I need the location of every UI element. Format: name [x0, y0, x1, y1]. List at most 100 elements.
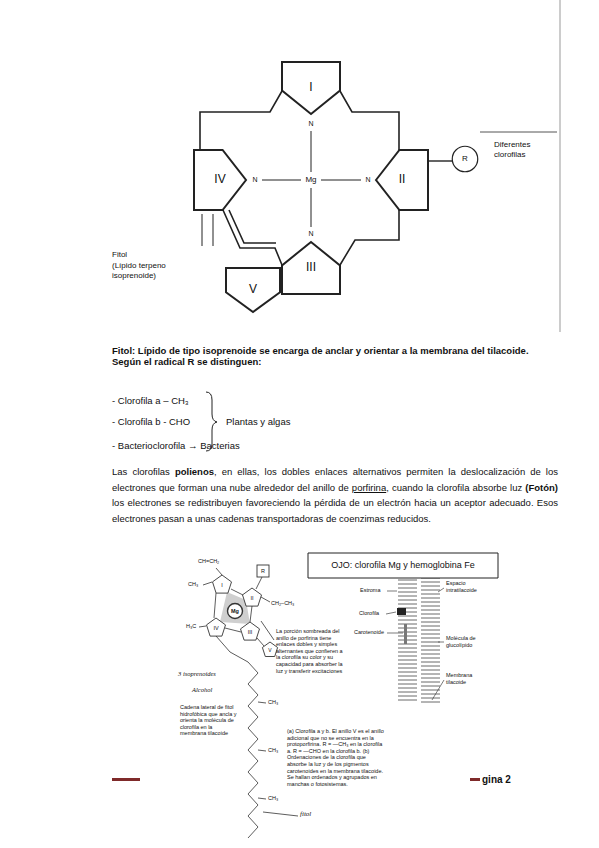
- group-label: H₃C: [186, 623, 196, 630]
- bond: [258, 798, 266, 799]
- ring-outline: [194, 150, 246, 210]
- group-label: CH₃: [268, 747, 278, 754]
- lipid-tick: [421, 630, 440, 631]
- node-label: I: [309, 81, 312, 94]
- lipid-tick: [421, 614, 440, 615]
- lipid-tick: [421, 626, 440, 627]
- leader-line: [263, 812, 298, 816]
- side-note: Fitol: [112, 250, 198, 260]
- bond-connector: [428, 160, 452, 161]
- lipid-tick: [398, 580, 417, 581]
- figure-callout: Estroma: [360, 587, 380, 594]
- lipid-tick: [421, 650, 440, 651]
- frame-bond: [200, 91, 282, 150]
- radical-circle: R: [452, 146, 478, 172]
- node-label: III: [306, 261, 316, 274]
- lipid-tick: [398, 640, 417, 641]
- lipid-tick: [398, 588, 417, 589]
- thylakoid-membrane: [386, 568, 444, 702]
- lipid-tick: [398, 592, 417, 593]
- lipid-tick: [421, 634, 440, 635]
- node-label: R: [462, 155, 468, 164]
- leader-line: [261, 621, 274, 640]
- lipid-tick: [421, 610, 440, 611]
- bond: [250, 606, 252, 622]
- group-label: CH₂–CH₃: [271, 600, 294, 607]
- lipid-tick: [421, 646, 440, 647]
- leader-line: [438, 642, 444, 643]
- circle-outline: [452, 146, 477, 171]
- pyrrole-ring: V: [226, 268, 280, 312]
- group-label: CH₃: [268, 795, 278, 802]
- bond: [199, 626, 206, 627]
- pyrrole-ring: [241, 622, 260, 640]
- chlorophyll-head: [397, 608, 406, 615]
- group-note: Plantas y algas: [226, 416, 290, 427]
- lipid-tick: [421, 662, 440, 663]
- carotenoid-rod: [404, 624, 407, 644]
- lipid-tick: [398, 628, 417, 629]
- node-label: IV: [214, 173, 225, 186]
- paragraph: Las clorofilas polienos, en ellas, los d…: [112, 464, 558, 527]
- bond: [258, 750, 266, 751]
- ring-v: [262, 642, 277, 657]
- node-label: OJO: clorofila Mg y hemoglobina Fe: [331, 561, 475, 571]
- atom-label: N: [308, 120, 313, 128]
- lipid-tick: [398, 652, 417, 653]
- lipid-tick: [398, 660, 417, 661]
- bond: [203, 582, 212, 585]
- bond: [225, 628, 241, 632]
- pyrrole-ring: [243, 588, 262, 606]
- note-box: OJO: clorofila Mg y hemoglobina Fe: [308, 553, 498, 578]
- atom-label: N: [365, 176, 370, 184]
- pyrrole-ring: I: [282, 62, 340, 114]
- frame-bond: [223, 210, 282, 265]
- figure-callout: Cadena lateral de fitol hidrofóbica que …: [180, 704, 238, 737]
- lipid-tick: [398, 604, 417, 605]
- lipid-tick: [421, 598, 440, 599]
- phytol-chain: [248, 662, 258, 838]
- ring-number: III: [248, 629, 253, 636]
- figure-callout: Membrana tilacoide: [446, 672, 490, 685]
- bond: [261, 597, 270, 602]
- lipid-tick: [398, 656, 417, 657]
- lipid-tick: [421, 658, 440, 659]
- lipid-tick: [421, 582, 440, 583]
- atom-label: Mg: [231, 608, 239, 615]
- lipid-tick: [421, 690, 440, 691]
- leader-line: [387, 591, 397, 592]
- lipid-tick: [421, 654, 440, 655]
- lipid-tick: [398, 644, 417, 645]
- side-note: (Lípido terpeno isoprenoide): [112, 261, 198, 280]
- coordination-bond: [311, 188, 312, 227]
- bond: [258, 702, 266, 703]
- lipid-tick: [421, 698, 440, 699]
- pyrrole-ring: IV: [194, 150, 246, 210]
- body-text: Fitol: Lípido de tipo isoprenoide se enc…: [112, 345, 558, 368]
- lipid-tick: [398, 668, 417, 669]
- lipid-tick: [398, 700, 417, 701]
- ring-outline: [226, 268, 280, 312]
- lipid-tick: [421, 694, 440, 695]
- list-item: - Bacterioclorofila → Bacterias: [112, 440, 240, 451]
- atom-label: N: [252, 176, 257, 184]
- lipid-tick: [421, 670, 440, 671]
- ring-outline: [282, 62, 340, 114]
- lipid-tick: [421, 682, 440, 683]
- lipid-tick: [398, 600, 417, 601]
- lipid-tick: [421, 678, 440, 679]
- lipid-tick: [398, 636, 417, 637]
- body-text: , cuando la clorofila absorbe luz: [386, 482, 525, 493]
- figure-caption: (a) Clorofila a y b. El anillo V es el a…: [287, 728, 387, 787]
- frame-bond: [340, 210, 399, 265]
- lipid-tick: [421, 666, 440, 667]
- bond: [214, 593, 216, 618]
- node-label: II: [399, 173, 406, 186]
- group-label: CH=CH₂: [198, 558, 219, 565]
- lipid-tick: [421, 686, 440, 687]
- mg-circle: [228, 604, 243, 619]
- lipid-tick: [398, 620, 417, 621]
- lipid-tick: [421, 674, 440, 675]
